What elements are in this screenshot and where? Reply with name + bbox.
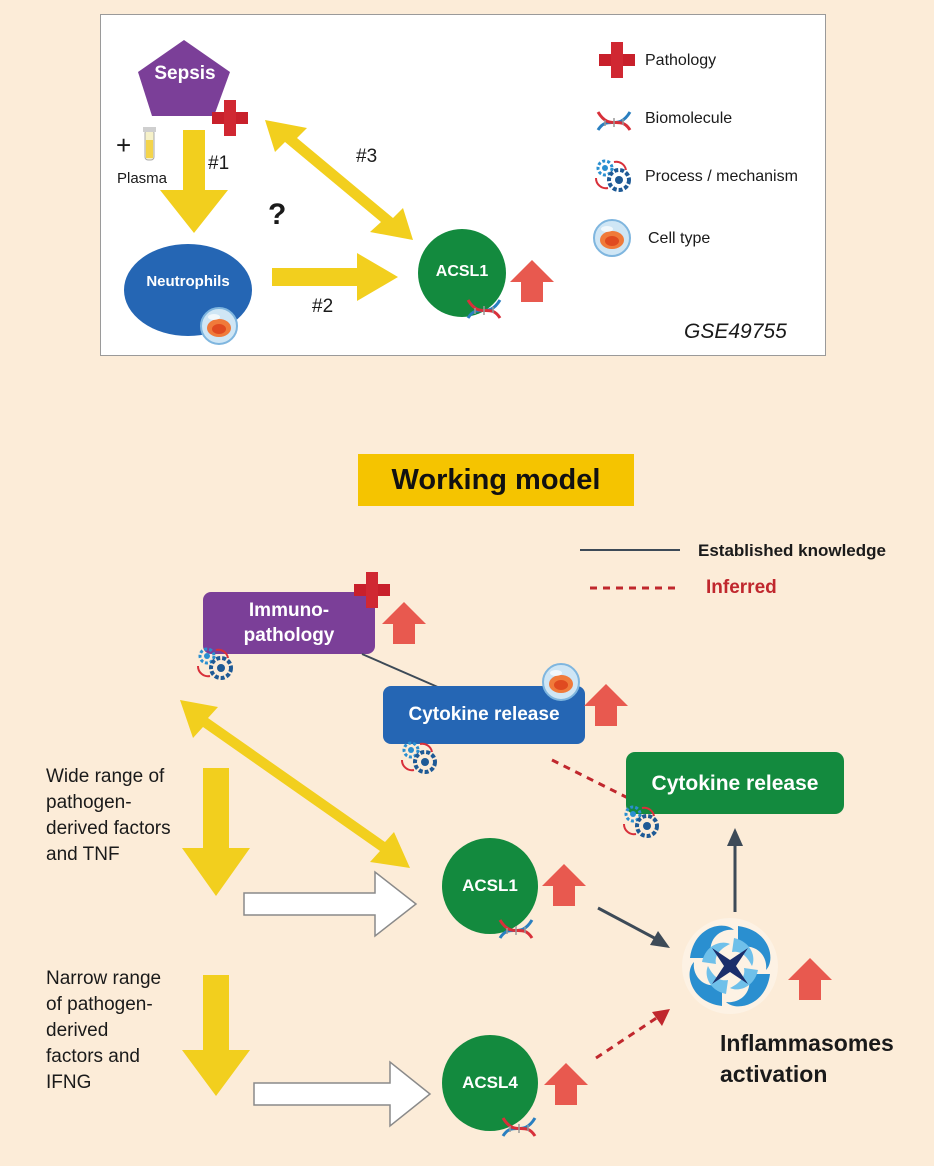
yellow-arrow-wide: [182, 768, 250, 896]
cytokine-blue-label: Cytokine release: [408, 704, 560, 725]
acsl1-label: ACSL1: [462, 876, 518, 895]
legend-established-label: Established knowledge: [698, 541, 886, 560]
yellow-arrow-narrow: [182, 975, 250, 1096]
arrow-2-label: #2: [312, 296, 334, 317]
acsl1-node: [442, 838, 538, 934]
link-acsl1-inflammasome: [597, 906, 661, 943]
inflammasomes-label: Inflammasomes activation: [720, 1030, 894, 1087]
cytokine-gears-icon: [399, 741, 437, 774]
plasma-tube-icon: [143, 127, 156, 161]
legend-pathology-label: Pathology: [645, 52, 717, 69]
legend-pathology-icon: [599, 42, 635, 78]
arrow-2: [272, 253, 398, 301]
cytokine-cell-icon: [542, 663, 580, 701]
legend-biomolecule-label: Biomolecule: [645, 110, 733, 127]
inflammasome-up-arrow: [788, 958, 832, 1000]
legend-cell-type-label: Cell type: [648, 230, 711, 247]
immunopathology-label: Immuno- pathology: [243, 600, 335, 646]
immunopathology-box: [203, 592, 375, 654]
arrow-1-label: #1: [208, 153, 230, 174]
sepsis-pentagon: [138, 40, 230, 116]
link-immuno-cytokine: [361, 653, 441, 689]
legend-process-icon: [593, 159, 631, 192]
immunopathology-gears-icon: [195, 647, 233, 680]
hollow-arrow-acsl1: [243, 870, 418, 938]
acsl1-top-label: ACSL1: [435, 263, 489, 280]
cytokine-box-green: [626, 752, 844, 814]
question-mark: ?: [268, 198, 287, 231]
acsl1-node-top: [418, 229, 506, 317]
arrow-3-label: #3: [356, 146, 378, 167]
cell-type-icon: [200, 307, 238, 345]
legend-cell-type-icon: [593, 219, 631, 257]
legend-biomolecule-icon: [596, 110, 632, 132]
cytokine-green-label: Cytokine release: [651, 772, 819, 795]
link-cytokine-inferred: [551, 758, 629, 800]
acsl4-label: ACSL4: [462, 1073, 518, 1092]
acsl1-up-arrow: [542, 864, 586, 906]
dataset-label: GSE49755: [684, 320, 787, 343]
legend-inferred-label: Inferred: [706, 577, 777, 598]
working-model-title: Working model: [358, 454, 634, 506]
cytokine-box-blue: [383, 686, 585, 744]
immunopathology-up-arrow: [382, 602, 426, 644]
plus-sign: +: [116, 130, 132, 160]
arrow-1: [160, 130, 228, 233]
narrow-range-text: Narrow range of pathogen- derived factor…: [46, 968, 162, 1093]
neutrophils-label: Neutrophils: [146, 273, 230, 290]
hollow-arrow-acsl4: [253, 1060, 432, 1128]
plasma-label: Plasma: [117, 170, 168, 187]
double-arrow-immuno-acsl1: [180, 700, 410, 868]
acsl4-up-arrow: [544, 1063, 588, 1105]
arrow-3: [265, 120, 413, 240]
acsl4-node: [442, 1035, 538, 1131]
cytokine-up-arrow: [584, 684, 628, 726]
wide-range-text: Wide range of pathogen- derived factors …: [46, 766, 171, 865]
legend-process-label: Process / mechanism: [645, 168, 798, 185]
link-acsl4-inflammasome: [595, 1015, 659, 1060]
up-arrow-icon: [510, 260, 554, 302]
inflammasome-icon: [682, 918, 778, 1014]
sepsis-label: Sepsis: [154, 63, 216, 84]
